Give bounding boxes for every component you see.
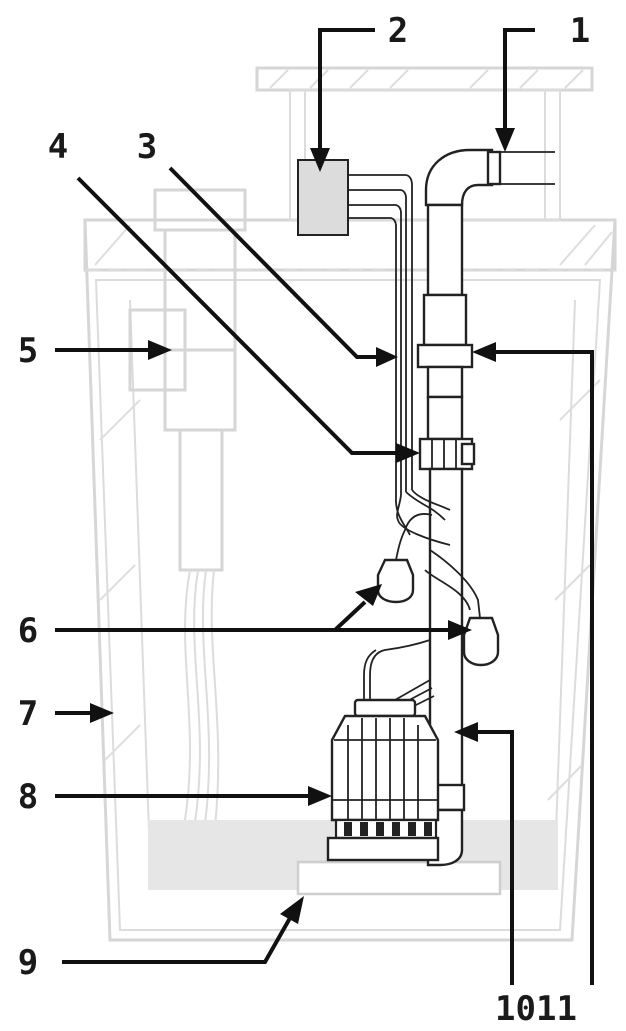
leader-10 bbox=[476, 730, 514, 985]
arrowhead-7 bbox=[90, 703, 114, 723]
control-box bbox=[297, 159, 413, 498]
leader-4 bbox=[76, 176, 398, 455]
sump-pump bbox=[326, 698, 440, 862]
arrowhead-10 bbox=[454, 722, 478, 742]
leader-lines bbox=[55, 28, 594, 985]
arrowhead-11 bbox=[472, 342, 496, 362]
callout-10-11: 1011 bbox=[495, 989, 577, 1029]
callout-1: 1 bbox=[570, 11, 590, 51]
leader-2 bbox=[318, 28, 375, 150]
pump-stand bbox=[296, 860, 502, 896]
arrowhead-5 bbox=[148, 340, 172, 360]
callout-9: 9 bbox=[18, 943, 38, 983]
arrowhead-1 bbox=[495, 128, 515, 152]
callout-2: 2 bbox=[388, 11, 408, 51]
callout-7: 7 bbox=[18, 694, 38, 734]
arrowhead-6b bbox=[448, 620, 472, 640]
callout-6: 6 bbox=[18, 611, 38, 651]
float-switches bbox=[363, 489, 500, 713]
arrowhead-3 bbox=[376, 347, 398, 367]
arrowhead-4 bbox=[396, 443, 420, 463]
leader-6a bbox=[55, 600, 367, 632]
leader-9 bbox=[62, 917, 292, 964]
callout-4: 4 bbox=[48, 127, 68, 167]
arrowhead-9 bbox=[280, 896, 304, 924]
callout-5: 5 bbox=[18, 331, 38, 371]
leader-3 bbox=[168, 166, 378, 359]
arrowhead-2 bbox=[310, 148, 330, 172]
callout-3: 3 bbox=[137, 127, 157, 167]
leader-11 bbox=[494, 350, 594, 985]
callout-labels: 1 2 3 4 5 6 7 8 9 1011 bbox=[18, 11, 590, 1029]
leader-1 bbox=[503, 28, 535, 130]
arrowhead-6a bbox=[355, 584, 382, 606]
arrowhead-8 bbox=[308, 786, 332, 806]
callout-8: 8 bbox=[18, 777, 38, 817]
